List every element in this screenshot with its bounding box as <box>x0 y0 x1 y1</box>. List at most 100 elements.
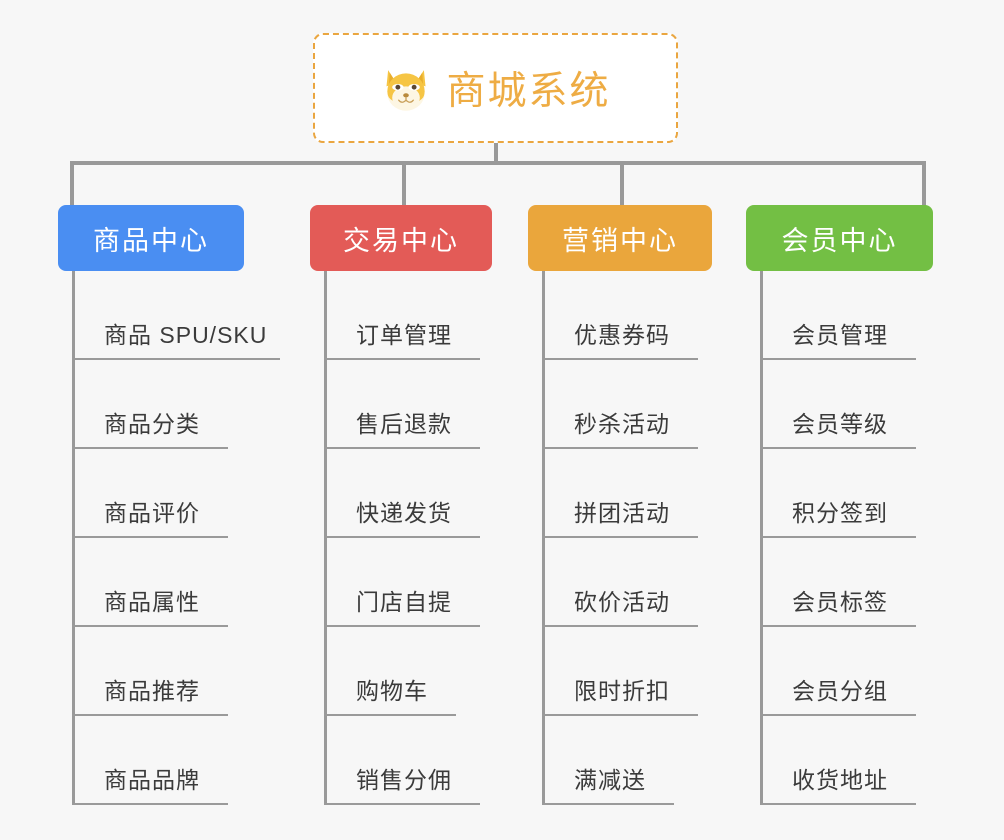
list-item-label: 商品评价 <box>104 500 200 526</box>
list-item-rule <box>72 536 228 538</box>
leaf-list-trade-center: 订单管理 售后退款 快递发货 门店自提 购物车 销售分佣 <box>324 271 492 805</box>
list-item-rule <box>324 447 480 449</box>
list-item[interactable]: 拼团活动 <box>542 449 712 538</box>
list-item-rule <box>760 358 916 360</box>
list-item[interactable]: 砍价活动 <box>542 538 712 627</box>
list-item-label: 商品推荐 <box>104 678 200 704</box>
list-item[interactable]: 优惠券码 <box>542 271 712 360</box>
category-header-member-center[interactable]: 会员中心 <box>746 205 933 271</box>
list-item[interactable]: 秒杀活动 <box>542 360 712 449</box>
list-item-rule <box>72 358 280 360</box>
category-label: 交易中心 <box>343 225 459 256</box>
list-item-label: 拼团活动 <box>574 500 670 526</box>
list-item-label: 销售分佣 <box>356 767 452 793</box>
list-item-rule <box>760 447 916 449</box>
list-item-rule <box>542 358 698 360</box>
list-item-rule <box>324 625 480 627</box>
list-item[interactable]: 门店自提 <box>324 538 492 627</box>
list-item-rule <box>324 358 480 360</box>
list-item-label: 砍价活动 <box>574 589 670 615</box>
list-item[interactable]: 满减送 <box>542 716 712 805</box>
list-item-rule <box>324 536 480 538</box>
column-member-center: 会员中心 会员管理 会员等级 积分签到 会员标签 会员分组 <box>746 205 933 805</box>
list-item-label: 商品 SPU/SKU <box>104 322 268 348</box>
list-item-label: 商品品牌 <box>104 767 200 793</box>
list-item[interactable]: 商品评价 <box>72 449 244 538</box>
category-header-trade-center[interactable]: 交易中心 <box>310 205 492 271</box>
list-item[interactable]: 商品推荐 <box>72 627 244 716</box>
list-item-rule <box>760 536 916 538</box>
list-item-rule <box>542 803 674 805</box>
list-item-rule <box>542 714 698 716</box>
spine-line <box>542 271 545 805</box>
list-item[interactable]: 积分签到 <box>760 449 933 538</box>
spine-line <box>72 271 75 805</box>
list-item-label: 会员管理 <box>792 322 888 348</box>
list-item-label: 会员等级 <box>792 411 888 437</box>
list-item-label: 积分签到 <box>792 500 888 526</box>
list-item[interactable]: 购物车 <box>324 627 492 716</box>
list-item[interactable]: 商品 SPU/SKU <box>72 271 280 360</box>
connector-drop-member-center <box>922 161 926 207</box>
list-item[interactable]: 限时折扣 <box>542 627 712 716</box>
list-item-label: 会员分组 <box>792 678 888 704</box>
list-item[interactable]: 订单管理 <box>324 271 492 360</box>
list-item-rule <box>324 714 456 716</box>
leaf-list-member-center: 会员管理 会员等级 积分签到 会员标签 会员分组 收货地址 <box>760 271 933 805</box>
spine-line <box>760 271 763 805</box>
list-item-label: 订单管理 <box>356 322 452 348</box>
list-item[interactable]: 会员管理 <box>760 271 933 360</box>
list-item-label: 商品属性 <box>104 589 200 615</box>
list-item[interactable]: 商品品牌 <box>72 716 244 805</box>
list-item-rule <box>760 714 916 716</box>
list-item-label: 秒杀活动 <box>574 411 670 437</box>
list-item[interactable]: 售后退款 <box>324 360 492 449</box>
list-item-label: 快递发货 <box>356 500 452 526</box>
connector-drop-trade-center <box>402 161 406 207</box>
list-item-rule <box>542 447 698 449</box>
list-item-rule <box>542 536 698 538</box>
list-item[interactable]: 会员分组 <box>760 627 933 716</box>
list-item-label: 售后退款 <box>356 411 452 437</box>
column-trade-center: 交易中心 订单管理 售后退款 快递发货 门店自提 购物车 <box>310 205 492 805</box>
list-item[interactable]: 会员标签 <box>760 538 933 627</box>
category-header-marketing-center[interactable]: 营销中心 <box>528 205 712 271</box>
list-item[interactable]: 销售分佣 <box>324 716 492 805</box>
column-marketing-center: 营销中心 优惠券码 秒杀活动 拼团活动 砍价活动 限时折扣 <box>528 205 712 805</box>
list-item[interactable]: 快递发货 <box>324 449 492 538</box>
category-header-product-center[interactable]: 商品中心 <box>58 205 244 271</box>
root-title: 商城系统 <box>446 70 611 113</box>
root-node-mall-system[interactable]: 商城系统 <box>313 33 678 143</box>
leaf-list-product-center: 商品 SPU/SKU 商品分类 商品评价 商品属性 商品推荐 商品品牌 <box>72 271 280 805</box>
category-label: 营销中心 <box>562 225 678 256</box>
category-label: 会员中心 <box>781 225 898 256</box>
list-item[interactable]: 商品属性 <box>72 538 244 627</box>
connector-bus <box>70 161 926 165</box>
list-item-label: 会员标签 <box>792 589 888 615</box>
list-item-label: 收货地址 <box>792 767 888 793</box>
list-item-rule <box>72 714 228 716</box>
connector-drop-product-center <box>70 161 74 207</box>
list-item[interactable]: 商品分类 <box>72 360 244 449</box>
category-label: 商品中心 <box>93 225 209 256</box>
list-item-label: 优惠券码 <box>574 322 670 348</box>
list-item[interactable]: 会员等级 <box>760 360 933 449</box>
list-item-label: 限时折扣 <box>574 678 670 704</box>
list-item-rule <box>542 625 698 627</box>
list-item-label: 商品分类 <box>104 411 200 437</box>
list-item-label: 满减送 <box>574 767 646 793</box>
column-product-center: 商品中心 商品 SPU/SKU 商品分类 商品评价 商品属性 商品推荐 <box>58 205 280 805</box>
list-item-rule <box>324 803 480 805</box>
dog-face-icon <box>380 62 432 114</box>
connector-root-stem <box>494 143 498 165</box>
leaf-list-marketing-center: 优惠券码 秒杀活动 拼团活动 砍价活动 限时折扣 满减送 <box>542 271 712 805</box>
list-item-label: 门店自提 <box>356 589 452 615</box>
list-item-rule <box>72 625 228 627</box>
spine-line <box>324 271 327 805</box>
list-item-rule <box>72 803 228 805</box>
list-item-rule <box>760 803 916 805</box>
list-item-rule <box>72 447 228 449</box>
list-item-rule <box>760 625 916 627</box>
list-item[interactable]: 收货地址 <box>760 716 933 805</box>
